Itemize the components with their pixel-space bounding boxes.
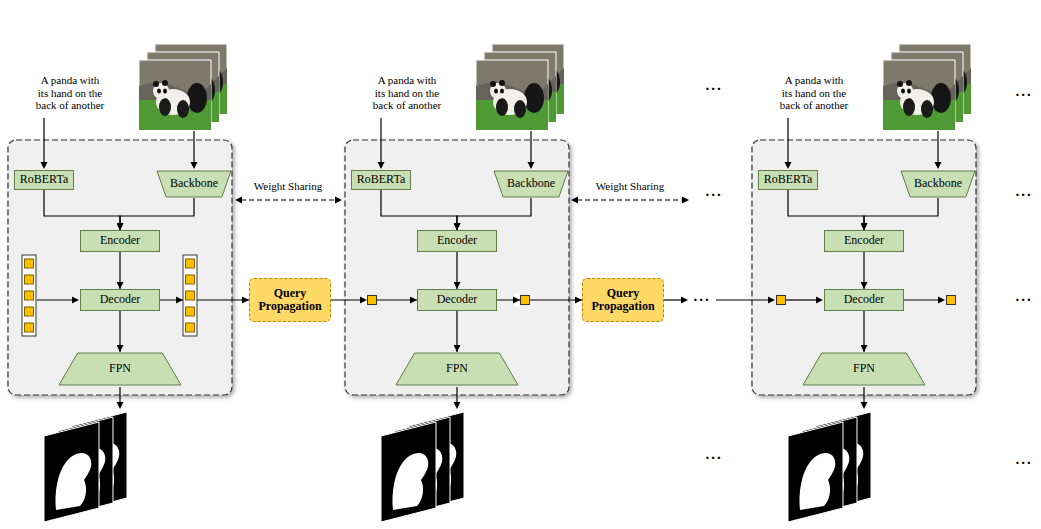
arrow-connector (863, 252, 864, 289)
module-label: Backbone (914, 177, 962, 190)
frame-panel (8, 44, 232, 522)
arrow-connector (456, 252, 457, 289)
arrow-connector (864, 198, 938, 230)
module-label: RoBERTa (764, 173, 812, 186)
ellipsis: ... (1015, 289, 1032, 304)
arrow-connector (381, 190, 457, 230)
module-label: Decoder (844, 293, 885, 306)
arrow-connector (497, 299, 582, 300)
module-label: Encoder (100, 234, 140, 247)
weight-sharing-label: Weight Sharing (254, 180, 322, 193)
ellipsis: ... (1015, 452, 1032, 467)
ellipsis: ... (1015, 84, 1032, 99)
arrow-heads (72, 197, 945, 304)
query-propagation-box: Query Propagation (582, 278, 664, 322)
module-label: Query Propagation (254, 287, 326, 313)
query-column (22, 255, 36, 336)
arrow-connector (119, 252, 120, 289)
ellipsis: ... (705, 447, 722, 462)
decoder-box: Decoder (417, 289, 497, 311)
backbone-trapezoid: Backbone (900, 170, 976, 198)
input-expression: A panda with its hand on the back of ano… (779, 74, 849, 112)
backbone-trapezoid: Backbone (493, 170, 569, 198)
encoder-box: Encoder (80, 230, 160, 252)
arrow-connector (457, 198, 531, 230)
arrow-connector (863, 311, 864, 352)
module-label: FPN (853, 362, 875, 375)
query-propagation-box: Query Propagation (249, 278, 331, 322)
module-label: FPN (446, 362, 468, 375)
text-encoder-box: RoBERTa (14, 170, 74, 190)
module-label: Encoder (844, 234, 884, 247)
arrow-connector (160, 299, 249, 300)
decoder-box: Decoder (80, 289, 160, 311)
query-column (176, 255, 197, 336)
module-label: Backbone (170, 177, 218, 190)
frame-panel (345, 44, 569, 522)
frame-panel (752, 44, 976, 522)
fpn-trapezoid: FPN (802, 352, 926, 386)
decoder-box: Decoder (824, 289, 904, 311)
backbone-trapezoid: Backbone (156, 170, 232, 198)
arrow-connector (788, 190, 864, 230)
ellipsis: ... (1015, 184, 1032, 199)
input-expression: A panda with its hand on the back of ano… (35, 74, 105, 112)
module-label: RoBERTa (20, 173, 68, 186)
layout-arrows (37, 200, 939, 300)
ellipsis: ... (705, 78, 722, 93)
arrow-connector (119, 311, 120, 352)
ellipsis: ... (693, 289, 710, 304)
module-label: Backbone (507, 177, 555, 190)
encoder-box: Encoder (824, 230, 904, 252)
fpn-trapezoid: FPN (58, 352, 182, 386)
module-label: FPN (109, 362, 131, 375)
weight-sharing-label: Weight Sharing (596, 180, 664, 193)
module-label: RoBERTa (357, 173, 405, 186)
arrow-connector (44, 190, 120, 230)
text-encoder-box: RoBERTa (758, 170, 818, 190)
module-label: Decoder (437, 293, 478, 306)
module-label: Query Propagation (587, 287, 659, 313)
module-label: Encoder (437, 234, 477, 247)
fpn-trapezoid: FPN (395, 352, 519, 386)
module-label: Decoder (100, 293, 141, 306)
arrow-connector (456, 311, 457, 352)
input-expression: A panda with its hand on the back of ano… (372, 74, 442, 112)
arrow-connector (120, 198, 194, 230)
text-encoder-box: RoBERTa (351, 170, 411, 190)
ellipsis: ... (705, 184, 722, 199)
encoder-box: Encoder (417, 230, 497, 252)
